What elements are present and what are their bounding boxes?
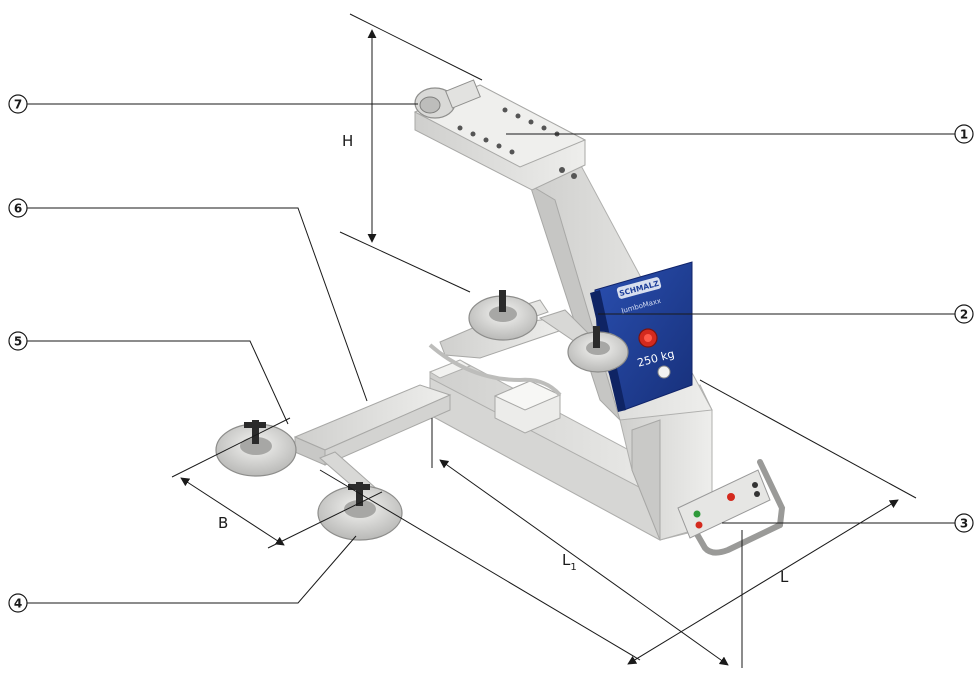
suction-cups bbox=[215, 290, 629, 541]
l-extension-1 bbox=[699, 379, 917, 499]
dimension-label-l: L bbox=[780, 568, 789, 586]
leader-6 bbox=[26, 207, 368, 402]
callout-5: 5 bbox=[8, 331, 28, 351]
suction-cup-right bbox=[567, 326, 629, 373]
leader-lines bbox=[26, 103, 955, 604]
handle-red-button bbox=[727, 493, 735, 501]
suction-cup-left bbox=[215, 420, 297, 477]
callout-1: 1 bbox=[954, 124, 974, 144]
h-extension-top bbox=[349, 13, 483, 81]
leader-4 bbox=[26, 535, 357, 604]
brand-plate bbox=[616, 277, 662, 299]
lifter-illustration: SCHMALZ JumboMaxx 250 kg bbox=[215, 79, 786, 556]
h-extension-bottom bbox=[339, 231, 471, 293]
suction-cup-rear bbox=[468, 290, 538, 341]
callout-3: 3 bbox=[954, 513, 974, 533]
callout-4-label: 4 bbox=[14, 597, 22, 611]
b-extension-2 bbox=[267, 491, 383, 549]
suction-cup-front bbox=[317, 482, 403, 541]
b-dimension-arrow bbox=[180, 477, 285, 546]
callout-2: 2 bbox=[954, 304, 974, 324]
callout-markers: 7 1 6 2 5 3 4 bbox=[8, 94, 974, 613]
callout-4: 4 bbox=[8, 593, 28, 613]
control-panel: SCHMALZ JumboMaxx 250 kg bbox=[590, 261, 693, 412]
callout-3-label: 3 bbox=[960, 517, 968, 531]
callout-2-label: 2 bbox=[960, 308, 968, 322]
callout-7-label: 7 bbox=[14, 98, 22, 112]
dimension-label-b: B bbox=[218, 514, 228, 532]
dimension-lines bbox=[171, 13, 917, 668]
callout-1-label: 1 bbox=[960, 128, 968, 142]
handle-red-button-left bbox=[695, 521, 703, 529]
leader-5 bbox=[26, 340, 289, 425]
l-extension-2 bbox=[319, 469, 641, 661]
dimension-label-l1: L1 bbox=[562, 551, 577, 573]
vacuum-gauge bbox=[657, 365, 671, 379]
top-boom bbox=[413, 79, 587, 191]
pulley-unit bbox=[414, 79, 481, 119]
callout-5-label: 5 bbox=[14, 335, 22, 349]
l-dimension-arrow bbox=[627, 499, 899, 665]
dimension-label-h: H bbox=[342, 132, 353, 150]
callout-7: 7 bbox=[8, 94, 28, 114]
callout-6: 6 bbox=[8, 198, 28, 218]
b-extension-1 bbox=[171, 417, 291, 478]
dimension-labels: H B L1 L bbox=[218, 132, 789, 586]
handle-green-button bbox=[693, 510, 701, 518]
callout-6-label: 6 bbox=[14, 202, 22, 216]
